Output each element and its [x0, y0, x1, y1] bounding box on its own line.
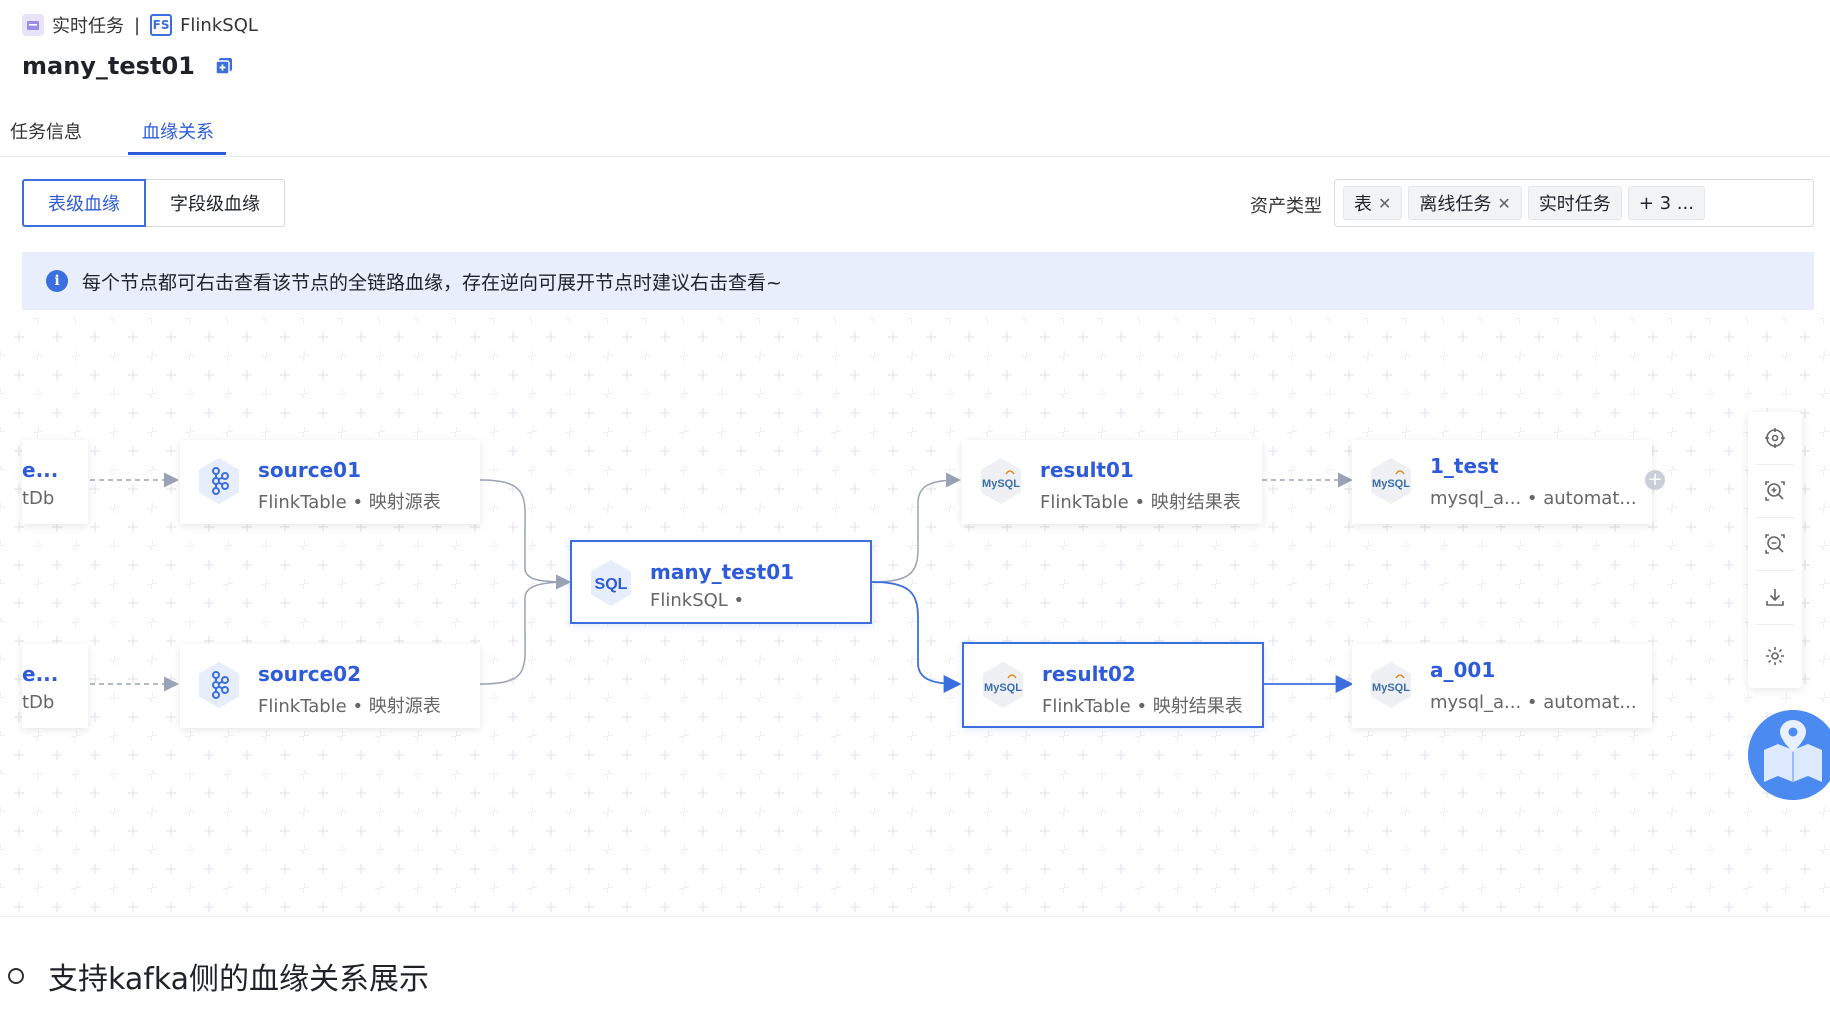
divider	[0, 916, 1830, 917]
lineage-node-stub-1[interactable]: e... tDb	[22, 440, 88, 524]
breadcrumb-task-type[interactable]: 实时任务	[52, 16, 124, 37]
kafka-icon	[199, 458, 239, 504]
banner-text: 每个节点都可右击查看该节点的全链路血缘，存在逆向可展开节点时建议右击查看~	[82, 271, 782, 294]
edge-source01-task	[479, 479, 571, 590]
breadcrumb-engine[interactable]: FlinkSQL	[180, 14, 258, 36]
mysql-icon: MySQL	[1371, 458, 1411, 504]
doc-bullet-text: 支持kafka侧的血缘关系展示	[48, 962, 430, 997]
lineage-node-task-many-test01[interactable]: SQL many_test01 FlinkSQL •	[570, 540, 872, 624]
locate-icon[interactable]	[1748, 412, 1802, 464]
edge-source02-task	[479, 574, 571, 685]
asset-type-label: 资产类型	[1250, 196, 1322, 217]
lineage-node-result02[interactable]: MySQL result02 FlinkTable • 映射结果表	[962, 642, 1264, 728]
tab-task-info[interactable]: 任务信息	[10, 122, 82, 143]
mysql-icon: MySQL	[1371, 662, 1411, 708]
mysql-icon: MySQL	[983, 662, 1023, 708]
bullet-circle-icon	[8, 968, 24, 984]
canvas-toolbar	[1748, 412, 1802, 688]
asset-type-select[interactable]: 表✕ 离线任务✕ 实时任务 + 3 ...	[1334, 179, 1814, 227]
active-tab-indicator	[128, 152, 226, 155]
table-lineage-button[interactable]: 表级血缘	[22, 179, 146, 227]
info-banner: i 每个节点都可右击查看该节点的全链路血缘，存在逆向可展开节点时建议右击查看~	[22, 252, 1814, 310]
close-icon[interactable]: ✕	[1497, 193, 1511, 213]
info-icon: i	[46, 270, 68, 292]
lineage-node-stub-2[interactable]: e... tDb	[22, 644, 88, 728]
svg-text:MySQL: MySQL	[982, 478, 1020, 490]
close-icon[interactable]: ✕	[1378, 193, 1392, 213]
zoom-out-icon[interactable]	[1748, 518, 1802, 570]
svg-text:MySQL: MySQL	[1372, 478, 1410, 490]
asset-tag-table: 表✕	[1343, 186, 1403, 220]
sql-icon: SQL	[591, 560, 631, 606]
asset-tag-realtime-task: 实时任务	[1527, 186, 1622, 220]
lineage-canvas[interactable]	[0, 318, 1830, 913]
field-lineage-button[interactable]: 字段级血缘	[146, 179, 285, 227]
copy-icon[interactable]	[213, 55, 235, 77]
svg-text:SQL: SQL	[595, 576, 628, 593]
help-map-icon[interactable]	[1748, 710, 1830, 800]
page-title: many_test01	[22, 52, 195, 80]
edge-task-result01	[871, 472, 961, 583]
lineage-node-result01[interactable]: MySQL result01 FlinkTable • 映射结果表	[962, 440, 1262, 524]
svg-text:MySQL: MySQL	[1372, 682, 1410, 694]
mysql-icon: MySQL	[981, 458, 1021, 504]
edge-task-result02	[871, 581, 962, 693]
lineage-node-source01[interactable]: source01 FlinkTable • 映射源表	[180, 440, 480, 524]
expand-node-icon[interactable]: +	[1645, 470, 1665, 490]
settings-icon[interactable]	[1748, 630, 1802, 682]
lineage-node-source02[interactable]: source02 FlinkTable • 映射源表	[180, 644, 480, 728]
download-icon[interactable]	[1748, 571, 1802, 623]
tab-bar: 任务信息 血缘关系	[0, 110, 1830, 157]
lineage-mode-switch: 表级血缘 字段级血缘	[22, 179, 285, 227]
breadcrumb-separator: |	[134, 14, 141, 36]
tab-lineage[interactable]: 血缘关系	[142, 122, 214, 143]
zoom-in-icon[interactable]	[1748, 465, 1802, 517]
asset-tag-more[interactable]: + 3 ...	[1627, 186, 1705, 220]
asset-tag-offline-task: 离线任务✕	[1408, 186, 1522, 220]
lineage-node-1-test[interactable]: MySQL 1_test mysql_a... • automat...	[1352, 440, 1652, 524]
breadcrumb: 实时任务 | FS FlinkSQL	[22, 12, 258, 38]
doc-bullet: 支持kafka侧的血缘关系展示	[8, 954, 429, 998]
lineage-node-a-001[interactable]: MySQL a_001 mysql_a... • automat...	[1352, 644, 1652, 728]
svg-text:MySQL: MySQL	[984, 682, 1022, 694]
kafka-icon	[199, 662, 239, 708]
flinksql-icon: FS	[150, 14, 173, 36]
page-title-row: many_test01	[22, 52, 235, 80]
realtime-task-icon	[22, 14, 44, 36]
